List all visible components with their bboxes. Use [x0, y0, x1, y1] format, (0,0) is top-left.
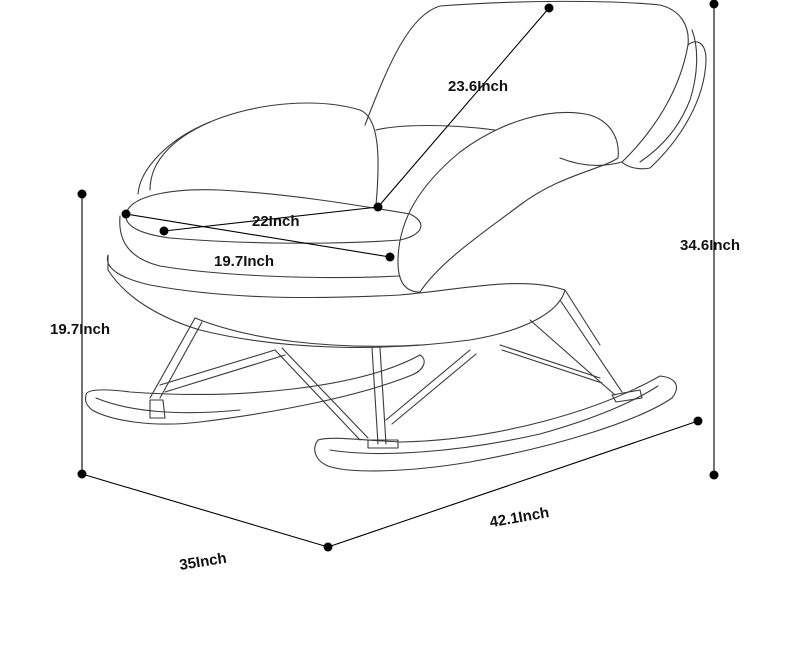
label-seat-depth: 19.7Inch: [214, 253, 274, 270]
dim-endpoint: [373, 202, 383, 212]
chair-left-rocker-inner: [95, 397, 241, 414]
dim-line-depth: [81, 473, 329, 548]
label-total-height: 34.6Inch: [680, 237, 740, 254]
dim-endpoint: [77, 469, 87, 479]
dim-endpoint: [77, 189, 87, 199]
chair-shell-bottom: [194, 317, 421, 347]
label-seat-height: 19.7Inch: [50, 321, 110, 338]
dim-line-backrest: [377, 7, 550, 208]
dim-line-seat-width: [163, 206, 379, 232]
chair-left-arm: [149, 102, 379, 206]
chair-seat-seam: [375, 124, 496, 131]
dim-line-seat-depth: [125, 213, 391, 258]
dim-endpoint: [385, 252, 395, 262]
dim-line-length: [327, 420, 699, 548]
dim-endpoint: [159, 226, 169, 236]
chair-left-arm-front: [137, 121, 211, 195]
chair-seat-front: [119, 215, 401, 279]
dim-endpoint: [709, 470, 719, 480]
label-length: 42.1Inch: [488, 504, 550, 531]
dim-endpoint: [709, 0, 719, 9]
dim-endpoint: [544, 3, 554, 13]
dim-endpoint: [323, 542, 333, 552]
dim-endpoint: [121, 209, 131, 219]
chair-left-rocker: [84, 354, 425, 425]
chair-right-arm: [397, 111, 619, 293]
chair-backrest-seam: [639, 29, 698, 163]
chair-frame: [149, 289, 643, 449]
chair-right-rocker-inner: [329, 385, 659, 455]
chair-backrest: [364, 0, 689, 166]
chair-illustration: [84, 0, 707, 472]
label-seat-width: 22Inch: [252, 213, 300, 230]
dimension-labels: 23.6Inch 22Inch 19.7Inch 19.7Inch 34.6In…: [50, 78, 740, 574]
chair-right-rocker: [314, 375, 678, 472]
chair-backrest-side: [621, 41, 707, 170]
label-backrest: 23.6Inch: [448, 78, 508, 95]
chair-seat-cushion: [125, 189, 422, 244]
dim-endpoint: [693, 416, 703, 426]
dimension-lines: [77, 0, 719, 552]
label-depth: 35Inch: [178, 550, 228, 574]
